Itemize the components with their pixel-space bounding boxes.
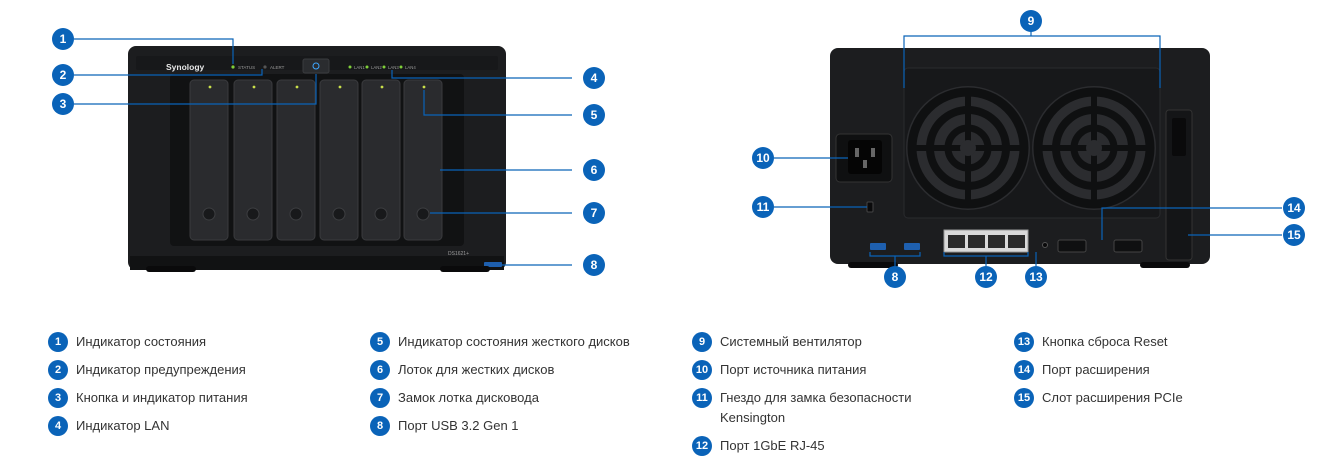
drive-tray[interactable]	[189, 79, 229, 241]
rear-usb-port	[870, 243, 886, 250]
expansion-port	[1057, 239, 1087, 253]
alert-led	[263, 65, 267, 69]
drive-tray[interactable]	[361, 79, 401, 241]
lan2-label: LAN2	[371, 65, 382, 70]
diagram-stage: Synology STATUS ALERT LAN1 LAN2 LAN3 LAN…	[52, 10, 1305, 288]
device-illustration: Synology STATUS ALERT LAN1 LAN2 LAN3 LAN…	[74, 30, 1282, 272]
brand-logo: Synology	[166, 62, 205, 72]
callout-15: 15	[1283, 224, 1305, 246]
callout-6: 6	[583, 159, 605, 181]
callout-13: 13	[1025, 266, 1047, 288]
callout-12: 12	[975, 266, 997, 288]
fan-right	[1032, 86, 1156, 210]
callout-4: 4	[583, 67, 605, 89]
callout-10: 10	[752, 147, 774, 169]
lan4-label: LAN4	[405, 65, 416, 70]
front-unit: Synology STATUS ALERT LAN1 LAN2 LAN3 LAN…	[128, 46, 506, 272]
model-label: DS1621+	[448, 251, 469, 257]
callout-9: 9	[1020, 10, 1042, 32]
rj45-ports	[943, 229, 1029, 253]
leader-lines	[74, 30, 1282, 266]
drive-trays	[189, 79, 443, 241]
rear-usb-port	[904, 243, 920, 250]
kensington-slot	[866, 201, 874, 213]
lan-indicators: LAN1 LAN2 LAN3 LAN4	[348, 65, 416, 70]
power-socket	[835, 133, 893, 183]
fan-left	[906, 86, 1030, 210]
power-button[interactable]	[302, 58, 330, 74]
back-unit	[830, 48, 1210, 268]
drive-tray[interactable]	[276, 79, 316, 241]
callout-3: 3	[52, 93, 74, 115]
drive-tray[interactable]	[403, 79, 443, 241]
lan1-label: LAN1	[354, 65, 365, 70]
status-label: STATUS	[238, 65, 255, 70]
callout-1: 1	[52, 28, 74, 50]
callout-2: 2	[52, 64, 74, 86]
callout-8-rear: 8	[884, 266, 906, 288]
reset-hole	[1042, 242, 1048, 248]
status-led	[231, 65, 235, 69]
callout-8: 8	[583, 254, 605, 276]
callout-7: 7	[583, 202, 605, 224]
alert-label: ALERT	[270, 65, 285, 70]
callout-14: 14	[1283, 197, 1305, 219]
callout-11: 11	[752, 196, 774, 218]
callout-5: 5	[583, 104, 605, 126]
power-icon	[312, 62, 320, 70]
lan3-label: LAN3	[388, 65, 399, 70]
expansion-port	[1113, 239, 1143, 253]
front-usb-port	[484, 262, 502, 267]
drive-tray[interactable]	[319, 79, 359, 241]
drive-tray[interactable]	[233, 79, 273, 241]
